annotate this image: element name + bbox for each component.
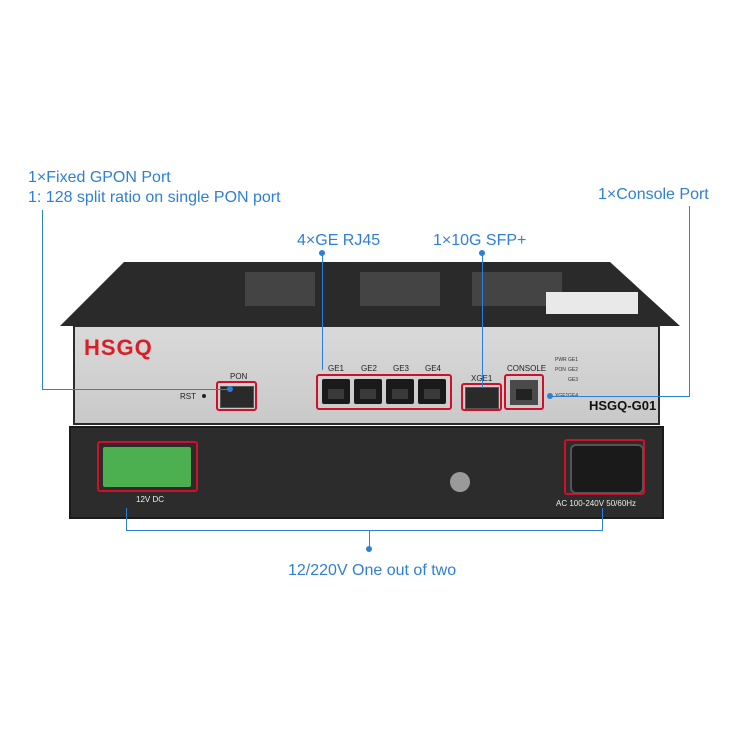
led-ge3: GE3 [568, 377, 579, 383]
rst-button[interactable] [202, 394, 206, 398]
ac-inlet[interactable] [570, 444, 644, 494]
xge1-highlight [461, 383, 502, 411]
console-callout-horizontal [551, 396, 690, 397]
ground-screw-icon [450, 472, 470, 492]
pon-label: PON [230, 372, 248, 381]
power-annotation: 12/220V One out of two [288, 562, 457, 579]
ge3-label: GE3 [393, 364, 410, 373]
sfp-callout-dot [479, 250, 485, 256]
power-callout-right [602, 508, 603, 530]
gpon-callout-dot [227, 386, 233, 392]
led-pwr: PWR [555, 357, 567, 363]
ac-label: AC 100-240V 50/60Hz [556, 499, 637, 508]
console-annotation: 1×Console Port [598, 186, 709, 203]
brand-logo: HSGQ [84, 335, 153, 360]
ge1-label: GE1 [328, 364, 345, 373]
console-callout-dot [547, 393, 553, 399]
ge3-port[interactable] [386, 379, 414, 404]
ge2-port[interactable] [354, 379, 382, 404]
led-ge1: GE1 [568, 357, 579, 363]
device-top [60, 262, 680, 326]
ge4-label: GE4 [425, 364, 442, 373]
ac-highlight [564, 439, 645, 495]
dc-label: 12V DC [136, 495, 165, 504]
power-callout-horizontal [126, 530, 603, 531]
sfp-annotation: 1×10G SFP+ [433, 232, 527, 249]
pon-highlight [216, 381, 257, 411]
ge2-label: GE2 [361, 364, 378, 373]
ge-callout [322, 252, 323, 370]
dc-highlight [97, 441, 198, 492]
xge1-label: XGE1 [471, 374, 492, 383]
gpon-annotation-line1: 1×Fixed GPON Port [28, 169, 171, 186]
console-port[interactable] [510, 380, 538, 405]
ge-ports-highlight [316, 374, 452, 410]
gpon-callout-vertical [42, 210, 43, 390]
model-label: HSGQ-G01 [589, 398, 657, 413]
led-pon: PON [555, 367, 566, 373]
dc-terminal[interactable] [103, 447, 191, 487]
ge-rj45-annotation: 4×GE RJ45 [297, 232, 381, 249]
rst-label: RST [180, 392, 196, 401]
xge1-port[interactable] [465, 387, 499, 409]
console-callout-vertical [689, 206, 690, 397]
sfp-callout [482, 252, 483, 388]
console-label: CONSOLE [507, 364, 547, 373]
ge-callout-dot [319, 250, 325, 256]
led-ge2: GE2 [568, 367, 579, 373]
power-callout-dot [366, 546, 372, 552]
gpon-callout-horizontal [42, 389, 230, 390]
gpon-annotation-line2: 1: 128 split ratio on single PON port [28, 189, 281, 206]
power-callout-left [126, 508, 127, 530]
console-highlight [504, 374, 544, 410]
power-callout-center [369, 530, 370, 548]
ge1-port[interactable] [322, 379, 350, 404]
ge4-port[interactable] [418, 379, 446, 404]
